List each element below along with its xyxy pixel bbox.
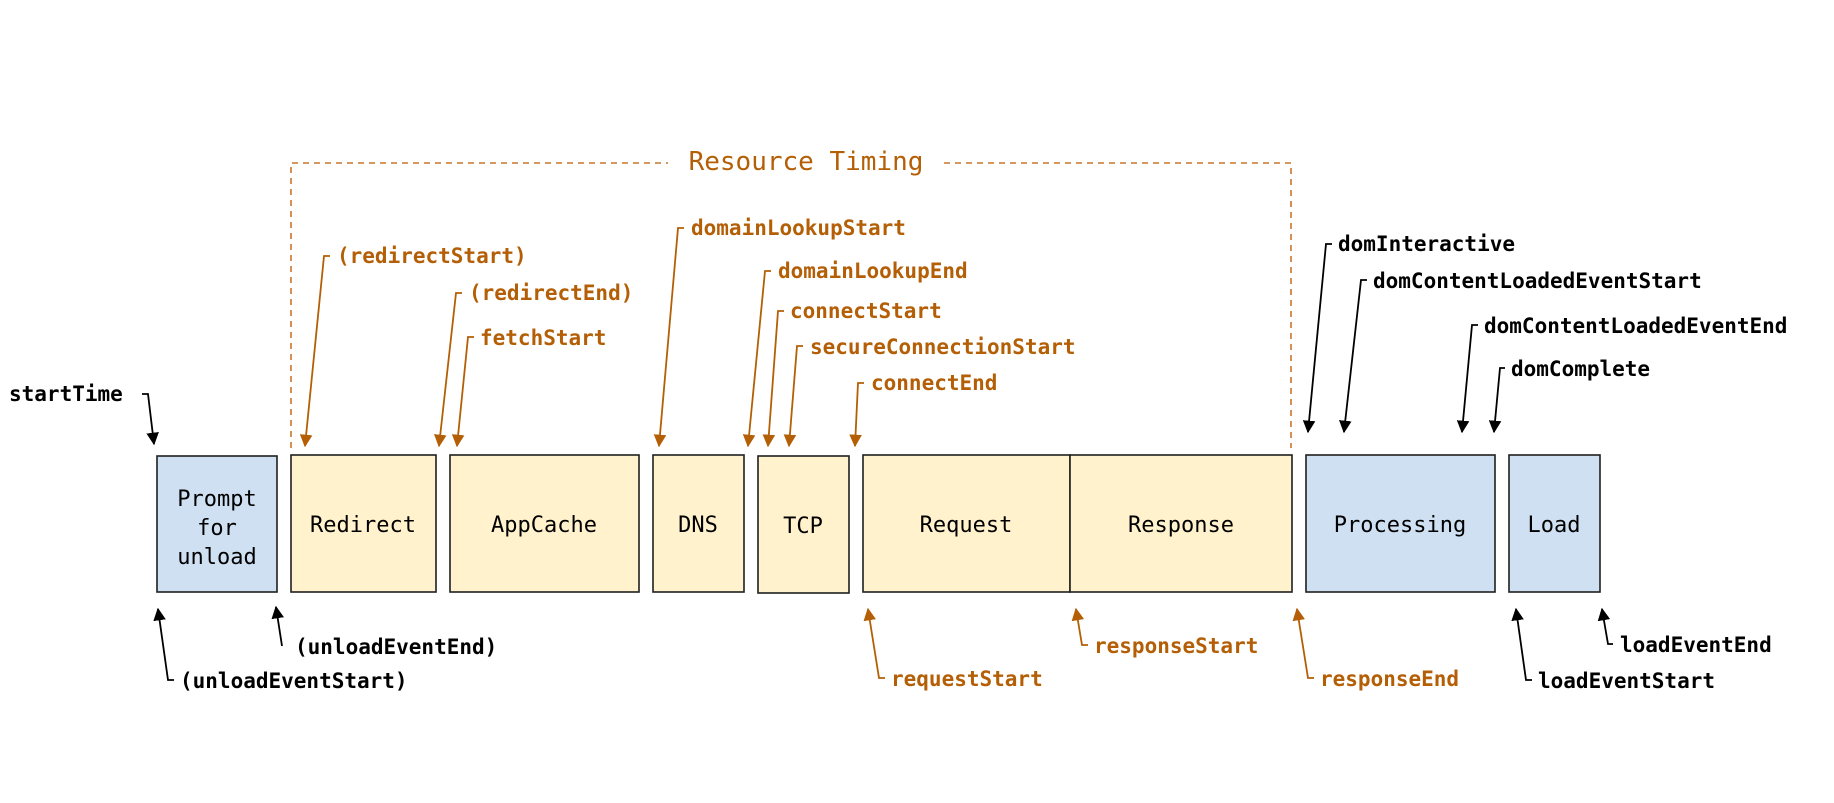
svg-text:responseStart: responseStart: [1094, 634, 1258, 658]
svg-text:responseEnd: responseEnd: [1320, 667, 1459, 691]
svg-text:secureConnectionStart: secureConnectionStart: [810, 335, 1076, 359]
stage-appcache: AppCache: [449, 454, 640, 593]
svg-text:domainLookupStart: domainLookupStart: [691, 216, 906, 240]
stage-label: TCP: [783, 514, 823, 539]
marker-connect-start: connectStart: [762, 299, 942, 448]
marker-response-start: responseStart: [1071, 607, 1258, 658]
svg-text:loadEventEnd: loadEventEnd: [1620, 633, 1772, 657]
marker-load-event-start: loadEventStart: [1511, 607, 1715, 693]
svg-text:(unloadEventEnd): (unloadEventEnd): [295, 635, 497, 659]
stage-label: Load: [1528, 513, 1581, 538]
stage-label-line: unload: [177, 545, 256, 570]
svg-text:(redirectEnd): (redirectEnd): [469, 281, 633, 305]
marker-unload-event-start: (unloadEventStart): [153, 607, 408, 693]
stage-label: AppCache: [491, 513, 597, 538]
marker-domain-lookup-end: domainLookupEnd: [742, 259, 968, 448]
stage-request: Request: [862, 454, 1071, 593]
stage-dns: DNS: [652, 454, 745, 593]
stage-label-line: Prompt: [177, 487, 256, 512]
stage-label: Redirect: [310, 513, 416, 538]
marker-redirect-end: (redirectEnd): [433, 281, 633, 448]
marker-request-start: requestStart: [863, 607, 1043, 691]
svg-text:connectStart: connectStart: [790, 299, 942, 323]
marker-response-end: responseEnd: [1292, 607, 1459, 691]
svg-text:requestStart: requestStart: [891, 667, 1043, 691]
svg-text:domContentLoadedEventEnd: domContentLoadedEventEnd: [1484, 314, 1787, 338]
marker-domain-lookup-start: domainLookupStart: [653, 216, 906, 448]
stage-redirect: Redirect: [290, 454, 437, 593]
stage-label: DNS: [678, 513, 718, 538]
svg-text:domainLookupEnd: domainLookupEnd: [778, 259, 968, 283]
resource-timing-bracket: Resource Timing: [290, 147, 1292, 448]
marker-start-time: startTime: [9, 382, 159, 446]
svg-text:domComplete: domComplete: [1511, 357, 1650, 381]
marker-unload-event-end: (unloadEventEnd): [271, 605, 497, 659]
svg-text:domContentLoadedEventStart: domContentLoadedEventStart: [1373, 269, 1702, 293]
marker-load-event-end: loadEventEnd: [1597, 607, 1772, 657]
svg-text:(unloadEventStart): (unloadEventStart): [180, 669, 408, 693]
stage-label: Response: [1128, 513, 1234, 538]
marker-redirect-start: (redirectStart): [299, 244, 527, 448]
stage-load: Load: [1508, 454, 1601, 593]
marker-fetch-start: fetchStart: [451, 326, 606, 448]
svg-text:(redirectStart): (redirectStart): [337, 244, 527, 268]
stage-processing: Processing: [1305, 454, 1496, 593]
stage-label: Request: [920, 513, 1013, 538]
resource-timing-title: Resource Timing: [689, 147, 924, 177]
svg-text:loadEventStart: loadEventStart: [1538, 669, 1715, 693]
svg-text:startTime: startTime: [9, 382, 123, 406]
stage-label-line: for: [197, 516, 237, 541]
svg-text:domInteractive: domInteractive: [1338, 232, 1515, 256]
marker-dom-content-loaded-event-start: domContentLoadedEventStart: [1338, 269, 1702, 434]
marker-connect-end: connectEnd: [849, 371, 997, 448]
stage-response: Response: [1069, 454, 1293, 593]
stage-prompt-for-unload: Prompt for unload: [156, 455, 278, 593]
svg-text:fetchStart: fetchStart: [480, 326, 606, 350]
marker-dom-interactive: domInteractive: [1302, 232, 1515, 434]
stage-label: Processing: [1334, 513, 1466, 538]
stage-tcp: TCP: [757, 455, 850, 594]
marker-secure-connection-start: secureConnectionStart: [783, 335, 1076, 448]
marker-dom-content-loaded-event-end: domContentLoadedEventEnd: [1456, 314, 1787, 434]
svg-text:connectEnd: connectEnd: [871, 371, 997, 395]
marker-dom-complete: domComplete: [1488, 357, 1650, 434]
